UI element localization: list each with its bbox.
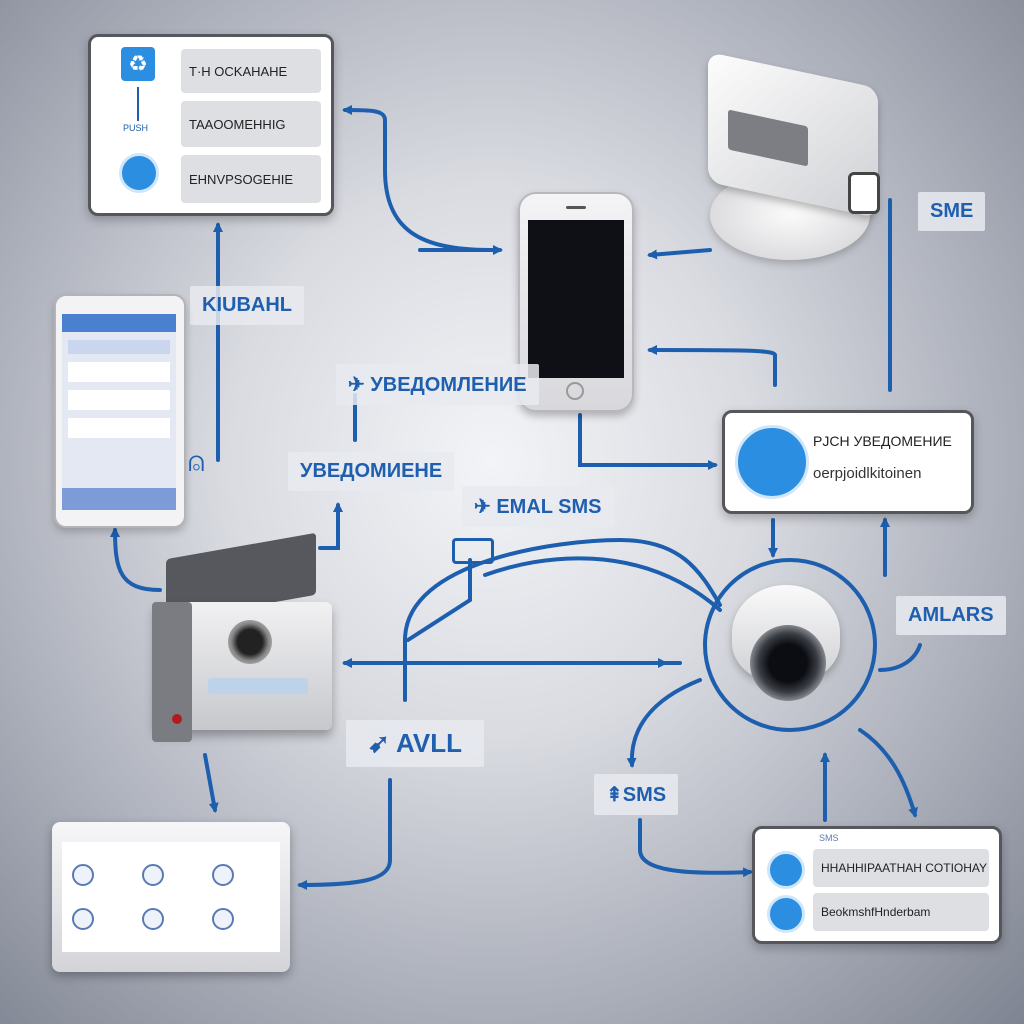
push-notification-card[interactable]: PJCH УВЕДОМЕНИЕ oerpjoidlkitoinen: [722, 410, 974, 514]
camera-icon: [728, 585, 848, 715]
sme-label: SME: [918, 192, 986, 231]
menu-row-1[interactable]: T·H OCKAHAHE: [181, 49, 321, 93]
arrow-camera-to-alarms: [878, 643, 922, 672]
phone-home-button: [566, 382, 584, 400]
sms-card-row-2[interactable]: BeokmshfHnderbam: [813, 893, 989, 931]
arrow-avll-to-panel: [297, 778, 392, 890]
arrow-push-card-up: [647, 345, 777, 387]
arrow-tablet-up: [110, 527, 162, 592]
camera-ring: [703, 558, 877, 732]
arrow-email-to-camera: [483, 556, 722, 612]
kiuban-label: KIUBAHL: [190, 286, 304, 325]
app-menu-card: ♻ PUSH T·H OCKAHAHE TAAOOMEHHIG EHNVPSOG…: [88, 34, 334, 216]
uvedomlenie-top-label: ✈ УВЕДОМЛЕНИЕ: [336, 364, 539, 405]
push-icon: [119, 153, 159, 193]
push-caption: PUSH: [123, 123, 149, 133]
panel-icon: [52, 822, 290, 972]
sms-label: ⇞SMS: [594, 774, 679, 815]
push-card-icon: [735, 425, 809, 499]
arrow-to-top-left-card: [342, 105, 492, 252]
avll-label: ➹ AVLL: [346, 720, 484, 767]
sms-card-icon-1: [767, 851, 805, 889]
arrow-camera-to-card: [858, 728, 918, 818]
sms-icon: [452, 538, 494, 564]
sms-card-header: SMS: [819, 833, 839, 843]
tablet-icon: [54, 294, 186, 528]
send-icon: ✈: [474, 496, 497, 518]
arrow-box-down: [203, 753, 219, 813]
menu-row-2[interactable]: TAAOOMEHHIG: [181, 101, 321, 147]
app-icon: ♻: [121, 47, 155, 81]
arrow-email-line: [403, 537, 722, 702]
sms-mark-icon: ⇞: [606, 784, 623, 806]
uvedomlenie-mid-label: УВЕДОМИЕНЕ: [288, 452, 455, 491]
arrow-camera-to-sms: [626, 678, 702, 768]
push-card-subtitle: oerpjoidlkitoinen: [813, 465, 922, 482]
arrow-router-to-phone: [647, 248, 712, 260]
email-sms-label: ✈ EMAL SMS: [462, 486, 614, 527]
plane-icon: ✈: [348, 374, 371, 396]
sms-notification-card[interactable]: SMS HHAHHIPAATHAH COTIOHAY BeokmshfHnder…: [752, 826, 1002, 944]
bell-icon: ⍝: [188, 446, 205, 477]
sms-card-icon-2: [767, 895, 805, 933]
control-box-icon: [152, 532, 342, 750]
connector-stem: [137, 87, 139, 121]
push-card-title: PJCH УВЕДОМЕНИЕ: [813, 433, 952, 449]
arrow-email-squiggle: [406, 558, 472, 642]
menu-row-3[interactable]: EHNVPSOGEHIE: [181, 155, 321, 203]
arrow-sms-to-card: [638, 818, 753, 878]
arrow-phone-to-push: [578, 413, 718, 470]
phone-screen: [528, 220, 624, 378]
arrow-mark-icon: ➹: [368, 728, 397, 758]
alarms-label: AMLARS: [896, 596, 1006, 635]
arrow-box-to-label: [318, 502, 343, 550]
sms-card-row-1[interactable]: HHAHHIPAATHAH COTIOHAY: [813, 849, 989, 887]
phone-speaker: [566, 206, 586, 209]
router-icon: [700, 51, 890, 270]
